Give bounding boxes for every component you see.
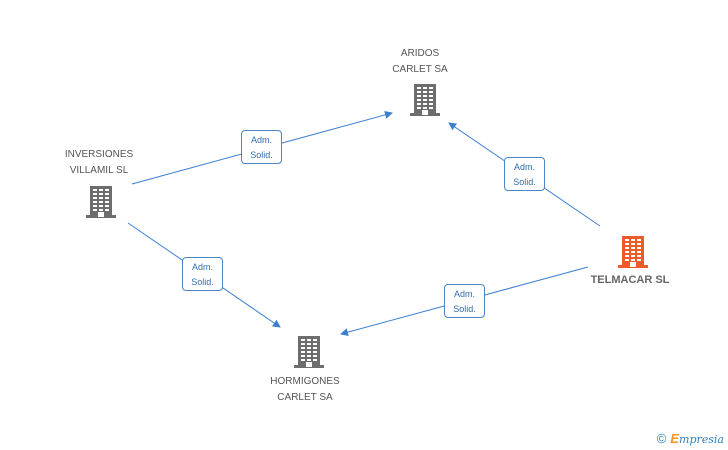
- brand-initial: E: [670, 431, 680, 446]
- edge-label-line: Adm.: [191, 262, 213, 272]
- edge-label-line: Adm.: [453, 289, 475, 299]
- brand-logo: Empresia: [670, 431, 724, 446]
- edge-label-inversiones-aridos[interactable]: Adm. Solid.: [241, 130, 282, 164]
- building-icon[interactable]: [294, 336, 324, 368]
- node-label-line: INVERSIONES: [64, 149, 134, 160]
- edge-label-line: Solid.: [513, 177, 536, 187]
- node-label-line: CARLET SA: [277, 392, 333, 403]
- empresia-watermark: © Empresia: [657, 431, 724, 446]
- node-label-line: TELMACAR SL: [590, 274, 670, 286]
- node-label-inversiones[interactable]: INVERSIONES VILLAMIL SL: [44, 147, 154, 179]
- building-icon[interactable]: [410, 84, 440, 116]
- building-icon[interactable]: [86, 186, 116, 218]
- building-icon[interactable]: [618, 236, 648, 268]
- node-label-hormigones[interactable]: HORMIGONES CARLET SA: [255, 374, 355, 406]
- node-label-line: VILLAMIL SL: [69, 165, 129, 176]
- node-label-telmacar[interactable]: TELMACAR SL: [580, 272, 680, 288]
- node-label-line: HORMIGONES: [270, 376, 340, 387]
- edge-label-line: Solid.: [250, 150, 273, 160]
- edge-label-telmacar-hormigones[interactable]: Adm. Solid.: [444, 284, 485, 318]
- edge-label-line: Solid.: [191, 277, 214, 287]
- edge-label-line: Adm.: [250, 135, 272, 145]
- edge-label-line: Solid.: [453, 304, 476, 314]
- edge-label-inversiones-hormigones[interactable]: Adm. Solid.: [182, 257, 223, 291]
- edge-label-line: Adm.: [513, 162, 535, 172]
- copyright-symbol: ©: [656, 431, 667, 446]
- edge-label-telmacar-aridos[interactable]: Adm. Solid.: [504, 157, 545, 191]
- brand-name: mpresia: [679, 433, 724, 446]
- node-label-aridos[interactable]: ARIDOS CARLET SA: [370, 46, 470, 78]
- node-label-line: CARLET SA: [392, 64, 448, 75]
- node-label-line: ARIDOS: [400, 48, 440, 59]
